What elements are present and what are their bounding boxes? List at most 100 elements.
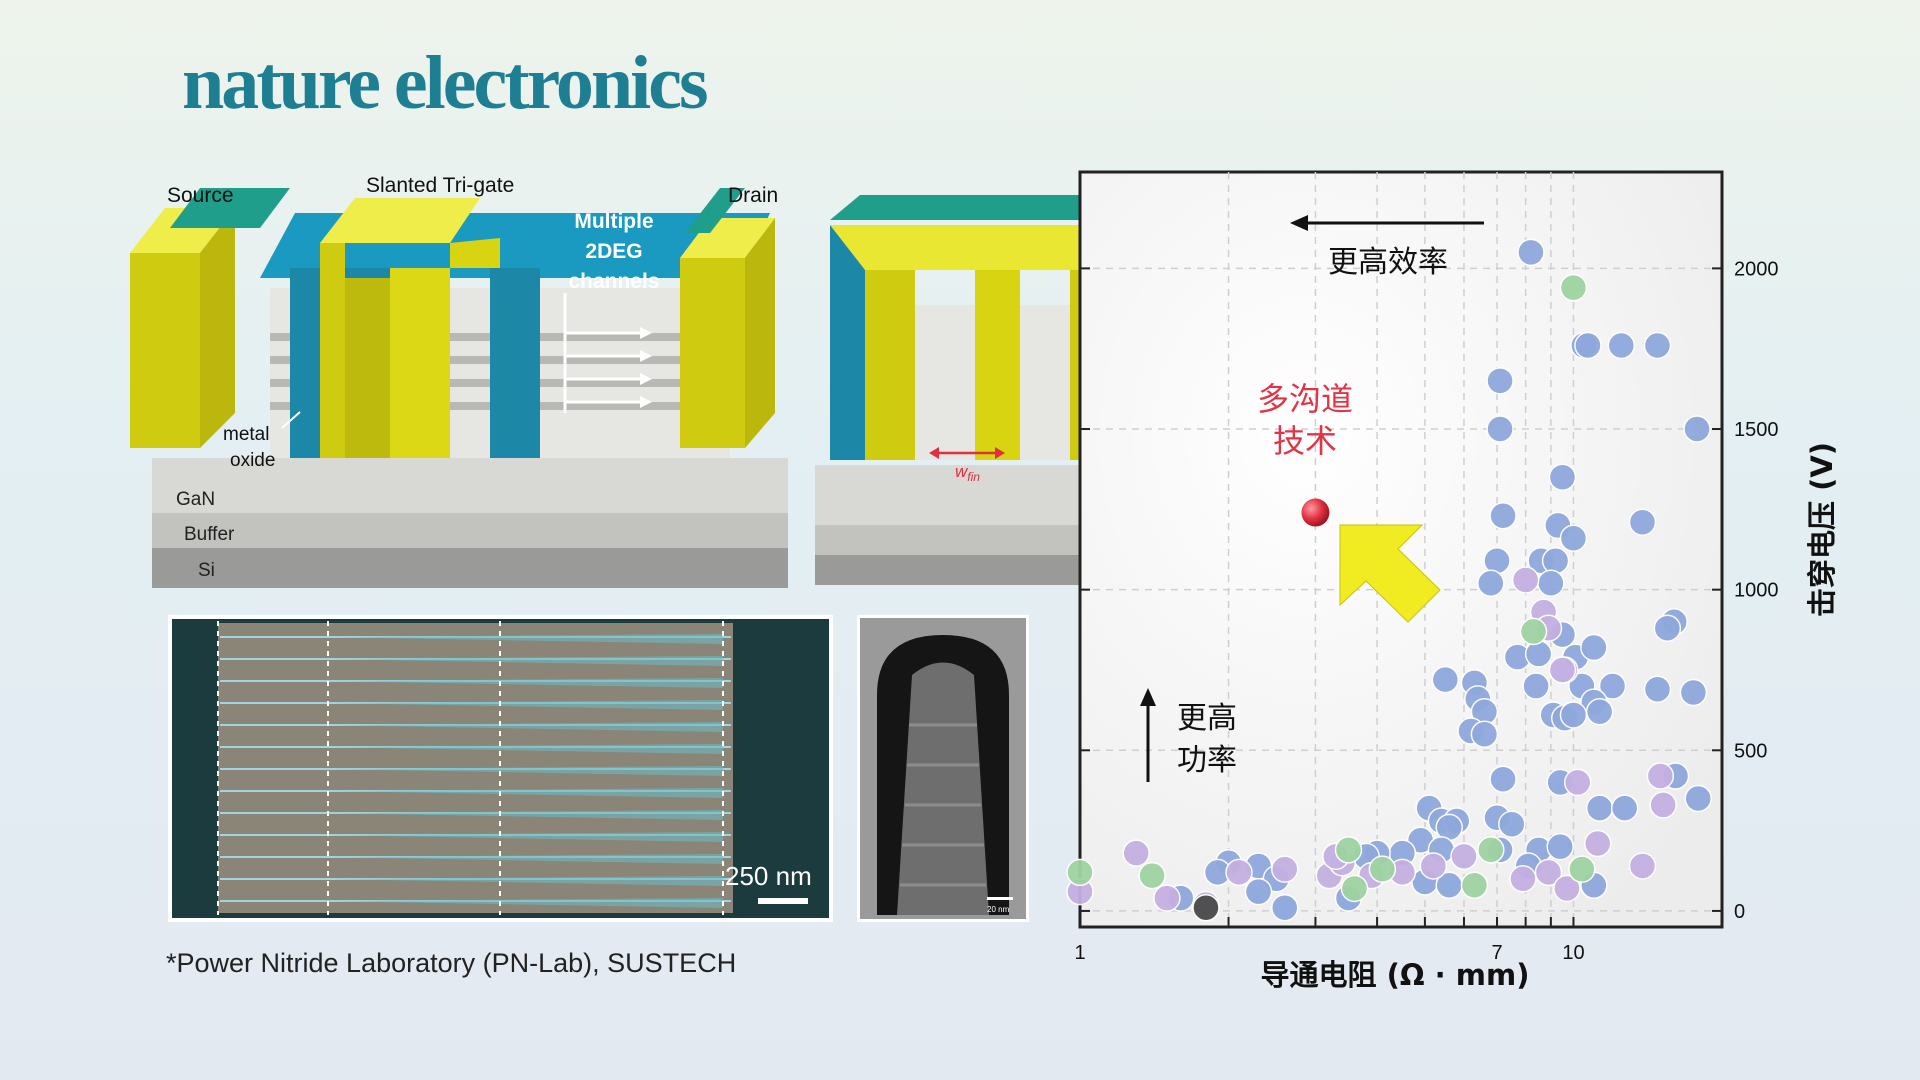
- data-point: [1138, 861, 1166, 890]
- fin-width-arrowhead: [929, 447, 939, 459]
- data-point: [1598, 672, 1627, 700]
- data-point: [1340, 874, 1369, 903]
- data-point: [1192, 893, 1220, 922]
- source-contact: [130, 253, 200, 448]
- fin-si: [815, 555, 1165, 585]
- power-label-line2: 功率: [1177, 743, 1237, 778]
- y-tick-label: 1500: [1734, 419, 1779, 441]
- data-point: [1244, 877, 1273, 906]
- data-point: [1546, 832, 1574, 861]
- drain-strip: [685, 188, 745, 233]
- data-point: [1643, 675, 1672, 704]
- tech-label-line2: 技术: [1273, 422, 1337, 460]
- data-point: [1498, 810, 1526, 838]
- lab-credit: *Power Nitride Laboratory (PN-Lab), SUST…: [166, 948, 737, 978]
- data-point: [1517, 238, 1545, 267]
- highlight-arrow: [1339, 524, 1441, 623]
- power-arrowhead: [1140, 688, 1156, 706]
- data-point: [1559, 273, 1588, 302]
- data-point: [1271, 893, 1299, 922]
- sem-gate-wedge: [328, 678, 723, 688]
- data-point: [1519, 617, 1548, 646]
- data-point: [1511, 566, 1540, 594]
- data-point: [1534, 858, 1563, 887]
- tem-micrograph: 20 nm: [857, 615, 1029, 922]
- buffer-layer: [152, 513, 788, 548]
- sem-gate-wedge: [328, 788, 723, 798]
- fin-channel: [1020, 305, 1070, 460]
- data-point: [1585, 697, 1614, 726]
- data-point: [1334, 836, 1363, 864]
- source-label: Source: [167, 184, 234, 207]
- si-label: Si: [198, 560, 215, 581]
- gate-finger: [320, 243, 345, 458]
- data-point: [1548, 463, 1577, 491]
- data-point: [1583, 829, 1612, 858]
- data-point: [1684, 784, 1712, 813]
- oxide-label-line1: metal: [223, 424, 269, 445]
- data-point: [1419, 852, 1448, 880]
- data-point: [1628, 852, 1657, 880]
- chart-points: [1066, 238, 1712, 922]
- data-point: [1509, 865, 1537, 893]
- data-point: [1225, 858, 1253, 887]
- data-point: [1585, 794, 1614, 822]
- tem-fin-core: [897, 662, 989, 915]
- data-point: [1607, 331, 1636, 360]
- sem-gate-wedge: [328, 876, 723, 886]
- tri-gate-device-schematic: Source Slanted Tri-gate Drain Multiple 2…: [130, 174, 788, 588]
- data-point: [1628, 508, 1657, 536]
- sem-scale-label: 250 nm: [725, 861, 812, 891]
- data-point: [1646, 762, 1675, 790]
- data-point: [1066, 858, 1094, 887]
- data-point: [1553, 874, 1581, 903]
- fin-channel: [915, 305, 975, 460]
- gate-finger: [390, 268, 450, 458]
- y-axis-label: 击穿电压 (V): [1805, 442, 1839, 617]
- sem-micrograph: 250 nm: [168, 615, 833, 922]
- tem-scale-label: 20 nm: [987, 905, 1010, 914]
- power-label-line1: 更高: [1177, 701, 1237, 736]
- si-layer: [152, 548, 788, 588]
- sem-gate-wedge: [328, 854, 723, 864]
- gan-label: GaN: [176, 489, 215, 510]
- drain-contact-side: [745, 218, 775, 448]
- fin-width-label: wfin: [955, 462, 980, 484]
- sem-gate-wedge: [328, 810, 723, 820]
- y-tick-label: 500: [1734, 740, 1767, 762]
- data-point: [1563, 768, 1592, 797]
- data-point: [1559, 524, 1588, 553]
- oxide-pointer: [281, 411, 301, 429]
- sem-gate-wedge: [328, 700, 723, 710]
- sem-gate-wedge: [328, 744, 723, 754]
- channels-label-line3: channels: [568, 270, 659, 293]
- oxide-wall: [490, 268, 540, 458]
- data-point: [1477, 836, 1505, 864]
- efficiency-arrowhead: [1290, 215, 1308, 231]
- data-point: [1450, 842, 1478, 871]
- data-point: [1368, 855, 1397, 883]
- data-point: [1460, 871, 1489, 899]
- gate-slant: [450, 238, 500, 268]
- gate-top: [320, 198, 480, 243]
- data-point: [1574, 331, 1602, 360]
- source-strip: [170, 188, 290, 228]
- data-point: [1653, 614, 1682, 642]
- x-tick-label: 7: [1491, 942, 1502, 964]
- sem-gate-wedge: [328, 832, 723, 842]
- data-point: [1537, 569, 1565, 597]
- sem-scale-bar: [758, 898, 808, 904]
- drain-contact: [680, 258, 745, 448]
- oxide-label-line2: oxide: [230, 450, 275, 471]
- tem-scale-bar: [987, 897, 1013, 900]
- data-point: [1271, 855, 1299, 883]
- fin-cross-section: wfin: [815, 195, 1200, 585]
- gate-label: Slanted Tri-gate: [366, 174, 514, 197]
- data-point: [1153, 884, 1181, 912]
- drain-label: Drain: [728, 184, 778, 207]
- fin-buffer: [815, 525, 1165, 555]
- data-point: [1486, 367, 1514, 395]
- fin-oxide-left: [830, 225, 865, 460]
